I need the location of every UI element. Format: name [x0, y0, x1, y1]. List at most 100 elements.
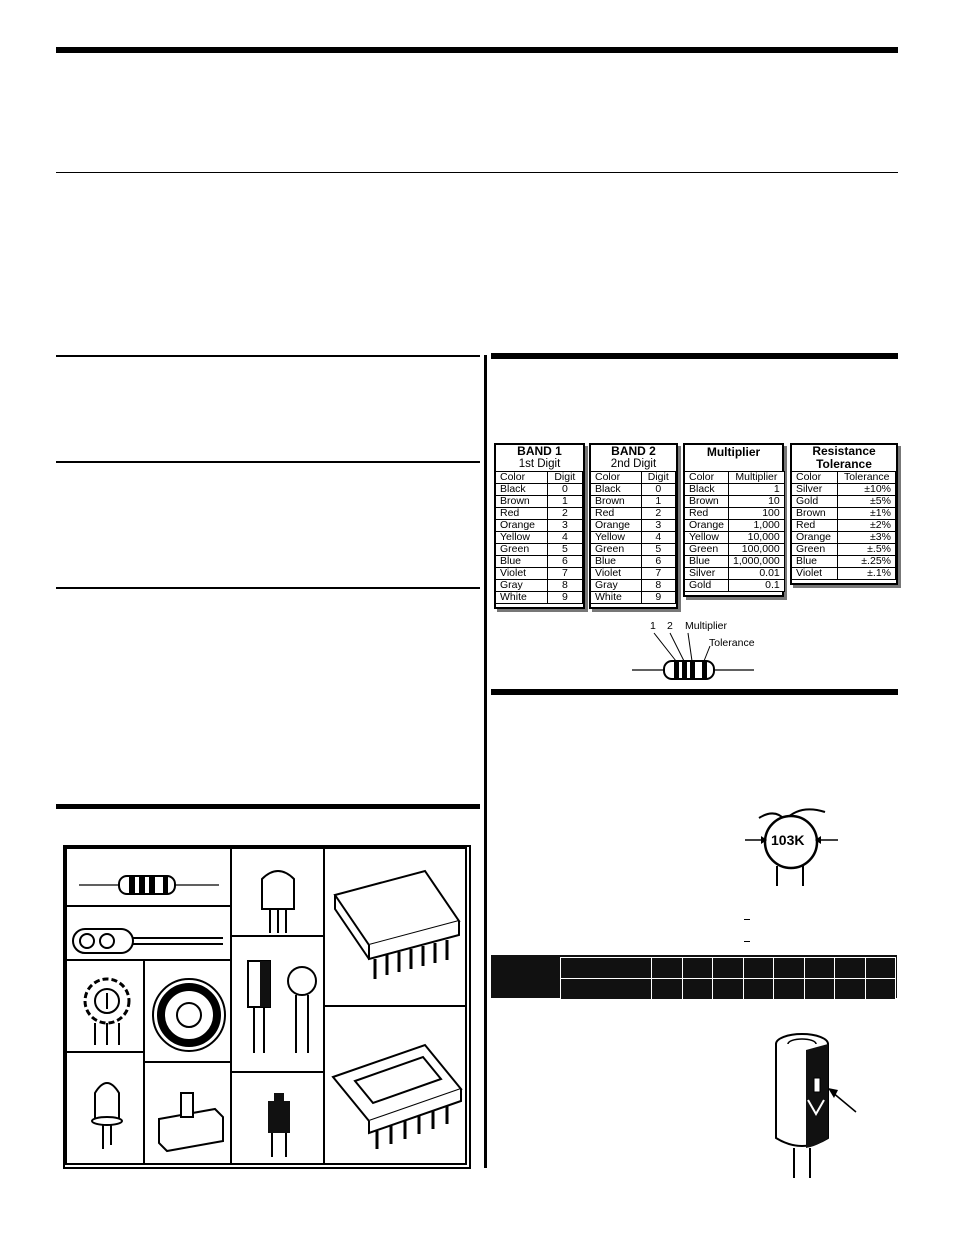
cell: Brown: [495, 495, 548, 508]
cell: Violet: [790, 567, 839, 580]
right-section-rule-1: [491, 353, 898, 359]
band2-col-color: Color: [590, 471, 642, 484]
cell: [651, 978, 683, 1000]
cell: Silver: [683, 567, 730, 580]
band-label-tolerance: Tolerance: [709, 637, 755, 649]
cell: [681, 957, 713, 979]
cell: [834, 978, 866, 1000]
cell: [712, 978, 744, 1000]
cell: [864, 978, 896, 1000]
cell: [773, 978, 805, 1000]
transistor-cell: [230, 847, 325, 937]
speaker-icon: [152, 978, 226, 1052]
resistor-band-diagram: [632, 632, 754, 680]
cell: [560, 978, 652, 1000]
ic-chip-cell: [323, 847, 467, 1007]
cell: 10: [728, 495, 785, 508]
cell: Orange: [683, 519, 730, 532]
cell: Orange: [495, 519, 548, 532]
cell: [681, 978, 713, 1000]
cell: Yellow: [590, 531, 642, 544]
cell: ±.1%: [837, 567, 896, 580]
cell: Red: [495, 507, 548, 520]
table-row: Silver±10%: [790, 483, 896, 496]
cell: Green: [590, 543, 642, 556]
tolerance-title: Resistance: [812, 444, 876, 458]
cell: 8: [640, 579, 677, 592]
ceramic-capacitor-drawing: [745, 808, 838, 886]
cell: White: [590, 591, 642, 604]
cell: [560, 957, 652, 979]
cell: Black: [590, 483, 642, 496]
band-label-2: 2: [667, 620, 673, 632]
cell: Gold: [683, 579, 730, 592]
cell: White: [495, 591, 548, 604]
cell: 8: [546, 579, 584, 592]
cell: Brown: [683, 495, 730, 508]
cell: Gold: [790, 495, 839, 508]
cell: Blue: [683, 555, 730, 568]
cell: 3: [640, 519, 677, 532]
capacitor-marking: 103K: [771, 832, 805, 848]
potentiometer-cell: [65, 959, 145, 1053]
cell: [773, 957, 805, 979]
cell: 1,000,000: [728, 555, 785, 568]
cell: [742, 978, 774, 1000]
cell: 1,000: [728, 519, 785, 532]
band-label-multiplier: Multiplier: [685, 620, 728, 632]
cell: 0.1: [728, 579, 785, 592]
cell: Orange: [790, 531, 839, 544]
multiplier-title: Multiplier: [706, 445, 761, 459]
cell: ±1%: [837, 507, 896, 520]
table-row: Blue±.25%: [790, 555, 896, 568]
top-thick-rule: [56, 47, 898, 53]
cell: 1: [546, 495, 584, 508]
parts-panel: [63, 845, 471, 1169]
cell: Yellow: [495, 531, 548, 544]
cell: ±10%: [837, 483, 896, 496]
cell: ±2%: [837, 519, 896, 532]
led-cell: [65, 1051, 145, 1165]
dash-mark: [744, 941, 750, 942]
band1-title: BAND 1: [517, 444, 562, 458]
slide-switch-icon: [158, 1092, 224, 1153]
cell: Black: [683, 483, 730, 496]
band2-subtitle: 2nd Digit: [610, 458, 657, 470]
cell: Blue: [495, 555, 548, 568]
cell: Red: [683, 507, 730, 520]
table-row: Violet±.1%: [790, 567, 896, 580]
cell: Orange: [590, 519, 642, 532]
pushbutton-icon: [268, 1093, 290, 1157]
cell: Violet: [590, 567, 642, 580]
cell: Green: [790, 543, 839, 556]
resistor-cell: [65, 847, 232, 907]
cell: 2: [546, 507, 584, 520]
cell: ±3%: [837, 531, 896, 544]
cell: ±5%: [837, 495, 896, 508]
cell: [651, 957, 683, 979]
table-row: Green±.5%: [790, 543, 896, 556]
multiplier-col-color: Color: [683, 471, 730, 484]
pushbutton-cell: [230, 1071, 325, 1165]
table-row: Brown±1%: [790, 507, 896, 520]
capacitors-icon: [247, 960, 317, 1053]
cell: Violet: [495, 567, 548, 580]
cell: [864, 957, 896, 979]
speaker-cell: [143, 959, 232, 1063]
band1-col-color: Color: [495, 471, 548, 484]
cell: 5: [546, 543, 584, 556]
cell: Brown: [590, 495, 642, 508]
